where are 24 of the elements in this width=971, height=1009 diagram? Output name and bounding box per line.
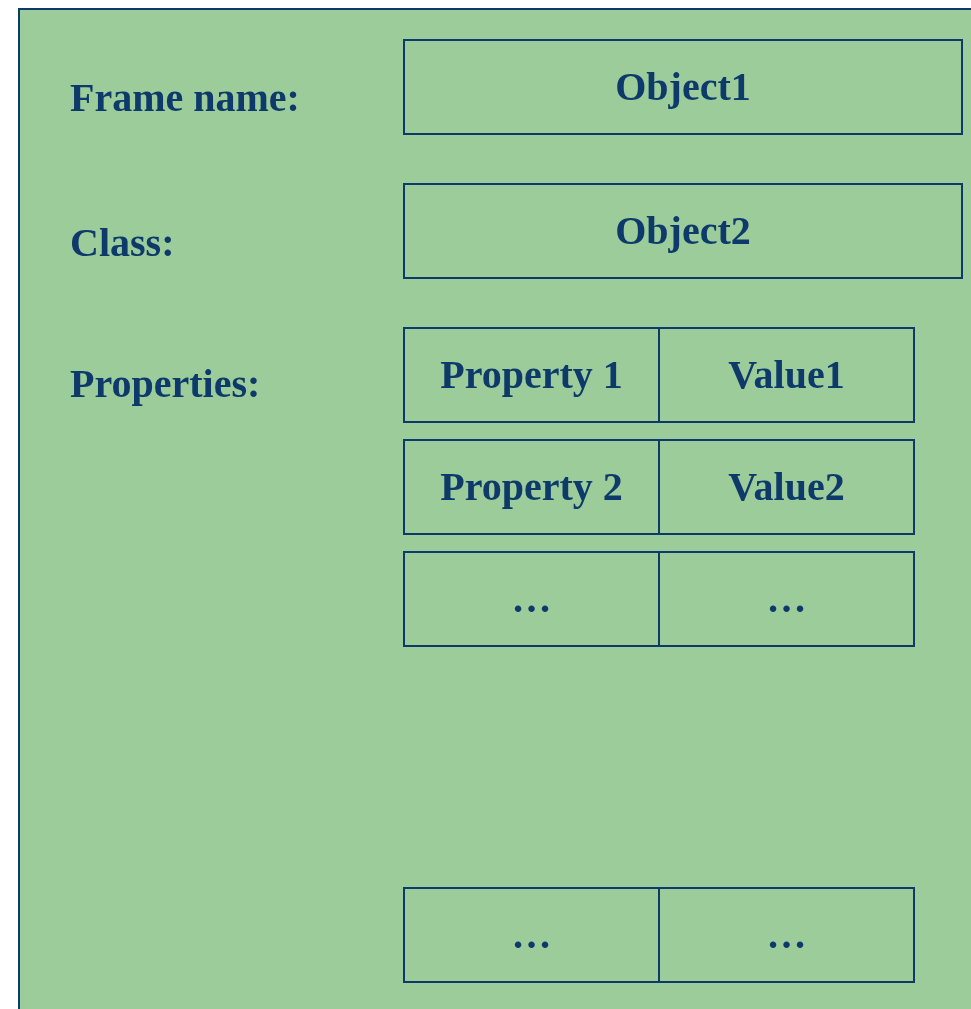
slot-box [658, 551, 915, 647]
slot-text: Value1 [728, 355, 845, 395]
slot-text: Object1 [615, 67, 751, 107]
slot-box [658, 439, 915, 535]
slot-text: … [766, 915, 807, 955]
slot-text: Property 1 [440, 355, 623, 395]
field-label: Frame name: [70, 78, 300, 118]
field-label: Properties: [70, 364, 261, 404]
slot-text: … [511, 915, 552, 955]
slot-box [403, 39, 963, 135]
slot-box [403, 887, 660, 983]
slot-text: Object2 [615, 211, 751, 251]
slot-text: … [766, 579, 807, 619]
slot-box [403, 439, 660, 535]
slot-text: Property 2 [440, 467, 623, 507]
field-label: Class: [70, 223, 175, 263]
slot-text: Value2 [728, 467, 845, 507]
slot-box [658, 887, 915, 983]
slot-box [403, 183, 963, 279]
slot-text: … [511, 579, 552, 619]
frame-panel [18, 8, 971, 1009]
slot-box [403, 551, 660, 647]
slot-box [658, 327, 915, 423]
slot-box [403, 327, 660, 423]
